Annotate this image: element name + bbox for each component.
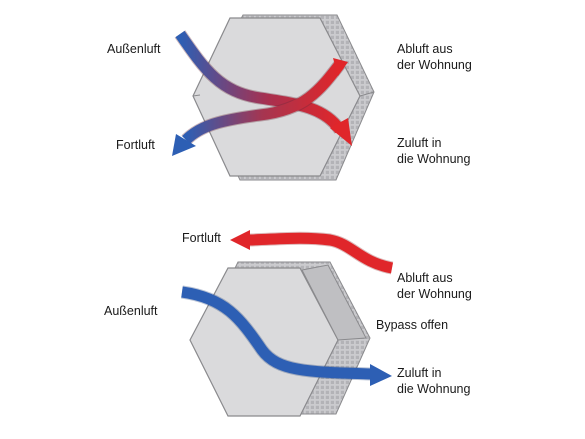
bottom-flow-exhaust-to-discharge	[230, 230, 394, 275]
label-line: der Wohnung	[397, 58, 472, 72]
label-bottom-bypass: Bypass offen	[376, 318, 449, 332]
bottom-heat-exchanger	[189, 261, 371, 417]
label-bottom-discharge-air: Fortluft	[182, 231, 221, 245]
top-flow-exhaust-to-discharge	[172, 58, 348, 156]
arrow-head-icon	[370, 364, 392, 386]
bottom-flow-outdoor-to-supply	[180, 285, 392, 386]
label-line: Abluft aus	[397, 42, 453, 56]
label-line: der Wohnung	[397, 287, 472, 301]
label-top-exhaust-air: Abluft aus der Wohnung	[397, 41, 472, 73]
arrow-tail-icon	[333, 58, 348, 76]
arrow-head-icon	[230, 230, 250, 250]
arrow-head-icon	[330, 118, 352, 146]
label-bottom-supply-air: Zuluft in die Wohnung	[397, 365, 470, 397]
label-line: die Wohnung	[397, 382, 471, 396]
label-top-discharge-air: Fortluft	[116, 138, 155, 152]
label-bottom-outdoor-air: Außenluft	[104, 304, 158, 318]
label-line: die Wohnung	[397, 152, 471, 166]
label-line: Abluft aus	[397, 271, 453, 285]
label-top-outdoor-air: Außenluft	[107, 42, 161, 56]
label-line: Zuluft in	[397, 136, 442, 150]
arrow-head-icon	[172, 134, 196, 156]
top-flow-outdoor-to-supply	[174, 30, 352, 146]
bypass-channel	[301, 264, 367, 341]
label-bottom-exhaust-air: Abluft aus der Wohnung	[397, 270, 472, 302]
label-top-supply-air: Zuluft in die Wohnung	[397, 135, 470, 167]
label-line: Zuluft in	[397, 366, 442, 380]
